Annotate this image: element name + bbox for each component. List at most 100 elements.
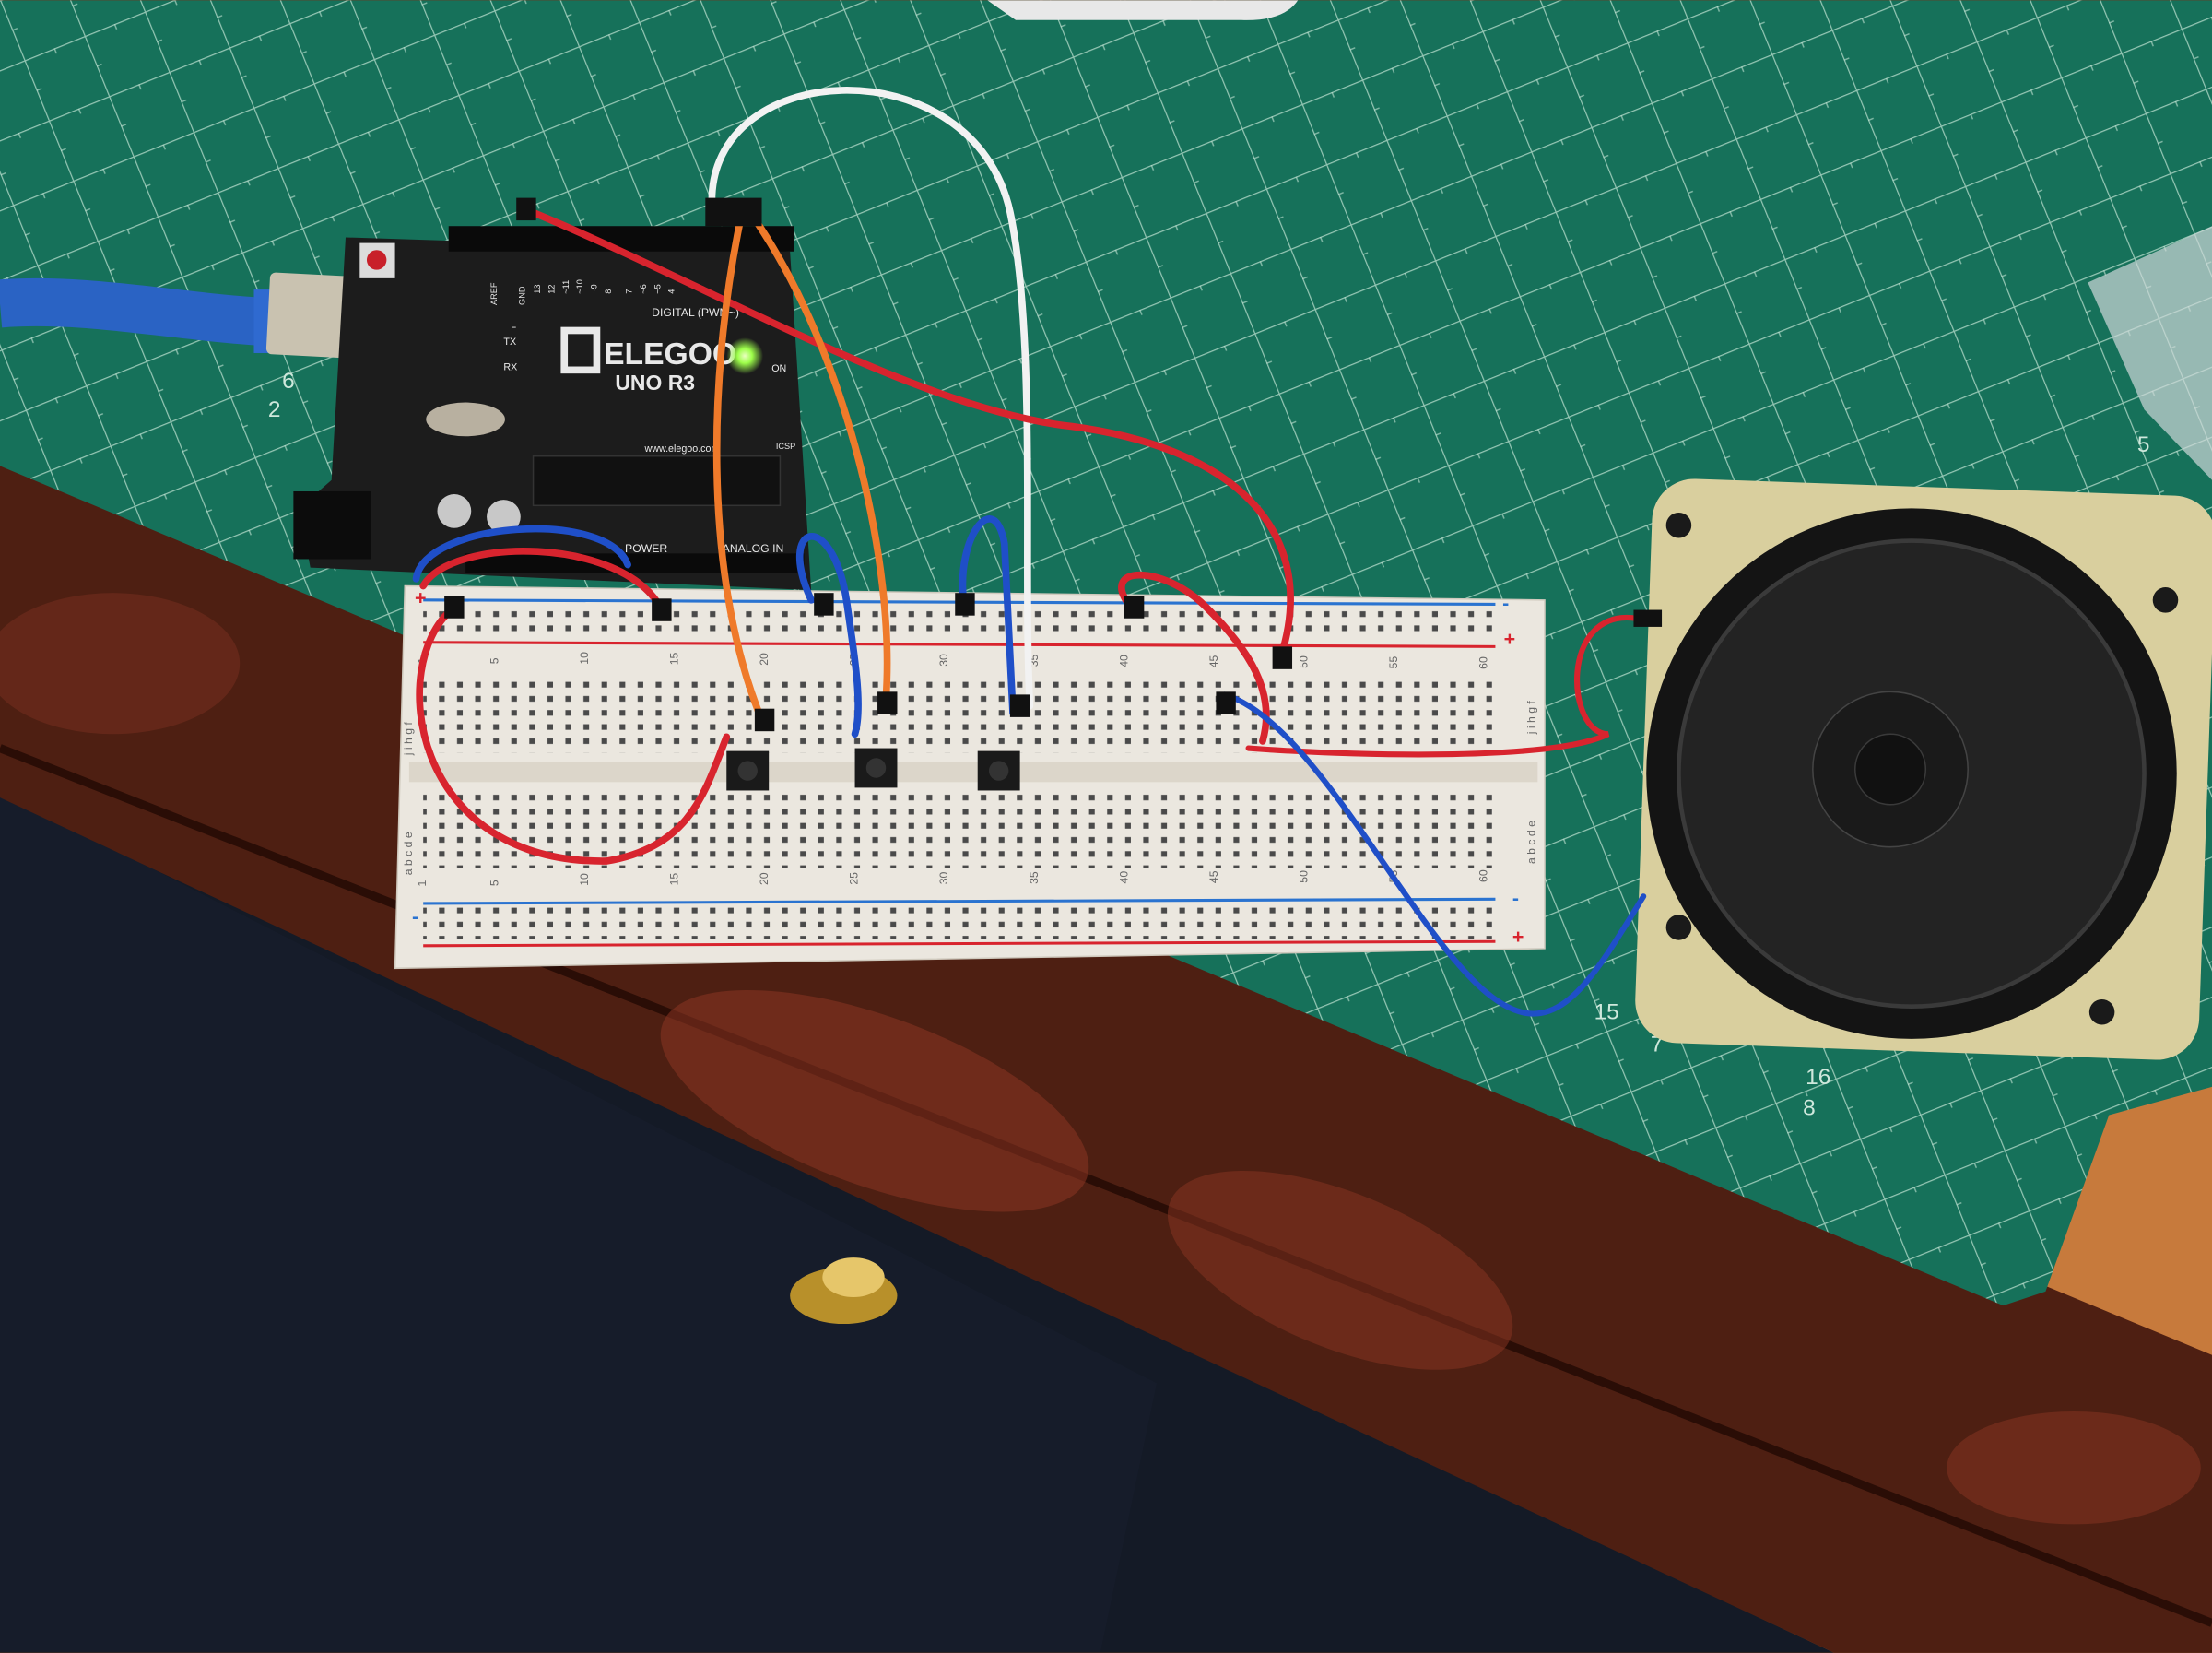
wire-plug: [754, 708, 775, 732]
pin-label: 4: [667, 289, 677, 294]
push-button[interactable]: [726, 750, 770, 791]
wood-grain: [660, 989, 1089, 1212]
pin-label: 13: [533, 284, 542, 293]
wood-grain: [0, 593, 241, 735]
white-wire[interactable]: [708, 87, 1034, 710]
dust-cap-center: [1853, 733, 1927, 806]
rail-line-blue: [423, 897, 1496, 905]
reset-button-cap[interactable]: [366, 250, 387, 270]
wire-plug: [1009, 694, 1030, 717]
mat-number: 15: [1594, 999, 1619, 1024]
on-label: ON: [771, 363, 786, 374]
speaker: [1635, 478, 2212, 1060]
power-analog-header: [465, 553, 805, 573]
plus-label: +: [415, 586, 427, 608]
pin-label: ~10: [575, 279, 584, 294]
power-jack: [293, 490, 371, 560]
tx-label: TX: [503, 337, 516, 348]
elegoo-logo: [560, 326, 601, 374]
mount-hole: [1665, 512, 1692, 538]
breadboard: + - + - + - j i h g f a b c d e j i h g …: [394, 584, 1546, 970]
column-number: 5: [488, 657, 500, 664]
bottom-terminal-holes: [423, 790, 1496, 868]
red-wire[interactable]: [419, 548, 665, 611]
push-button[interactable]: [854, 748, 898, 788]
power-label: POWER: [625, 542, 667, 555]
blue-speaker-wire[interactable]: [1221, 691, 1647, 1017]
usb-cable-jacket[interactable]: [0, 277, 270, 347]
column-number: 50: [1297, 655, 1310, 668]
column-number: 30: [937, 871, 950, 884]
mat-number: 8: [1803, 1096, 1816, 1121]
power-led: [726, 337, 764, 374]
wood-grain: [1947, 1411, 2201, 1525]
minus-label: -: [1502, 593, 1509, 615]
pin-label: 8: [604, 289, 613, 294]
pin-label: ~5: [653, 284, 662, 293]
red-wire[interactable]: [416, 606, 731, 865]
mat-numbers: 6 2 5 15 7 16 8: [268, 369, 2150, 1120]
dark-cloth-lower: [0, 790, 1158, 1653]
column-number: 45: [1207, 655, 1220, 668]
wire-plugs: [444, 197, 1663, 732]
column-number: 45: [1207, 870, 1220, 883]
capacitor: [437, 494, 472, 528]
column-number: 1: [416, 880, 429, 886]
column-number: 35: [1028, 871, 1041, 884]
plus-label: +: [1504, 628, 1516, 650]
arduino-uno-board: ELEGOO UNO R3 DIGITAL (PWM~) www.elegoo.…: [293, 226, 812, 591]
column-number: 30: [937, 654, 950, 667]
column-number: 5: [488, 880, 500, 886]
pin-label: ~6: [639, 284, 648, 293]
wire-plug: [1124, 596, 1145, 619]
crystal-oscillator: [426, 402, 505, 437]
url-label: www.elegoo.com: [643, 443, 719, 455]
rail-line-red: [423, 939, 1496, 948]
white-object: [987, 0, 1299, 20]
plastic-bag: [2088, 226, 2212, 480]
orange-wire[interactable]: [712, 215, 766, 724]
mat-number: 16: [1806, 1065, 1830, 1090]
pin-label: ~11: [561, 280, 571, 294]
wire-plug: [1272, 646, 1293, 669]
l-label: L: [511, 319, 516, 330]
row-letters: a b c d e: [1524, 821, 1537, 864]
blue-wire[interactable]: [959, 515, 1017, 717]
model-label: UNO R3: [615, 371, 695, 395]
column-number: 60: [1477, 869, 1490, 882]
rx-label: RX: [503, 361, 517, 372]
table-edge: [0, 744, 2212, 1627]
push-button[interactable]: [977, 750, 1020, 791]
column-number: 60: [1477, 656, 1490, 669]
blue-wire[interactable]: [412, 525, 631, 583]
column-number: 15: [667, 873, 680, 886]
column-number: 25: [848, 872, 861, 885]
mount-hole: [1665, 915, 1692, 940]
wire-plug: [1216, 691, 1236, 714]
mat-number: 6: [282, 369, 295, 394]
drawer-knob-highlight: [822, 1257, 885, 1297]
capacitor: [487, 500, 521, 534]
wire-plug: [444, 596, 465, 619]
wire-plug: [877, 691, 898, 714]
mount-hole: [2152, 587, 2179, 613]
column-number: 50: [1297, 870, 1310, 883]
orange-wire[interactable]: [751, 215, 891, 703]
column-number: 10: [578, 873, 591, 886]
blue-wire[interactable]: [795, 533, 862, 738]
red-wire-long[interactable]: [521, 206, 1294, 660]
wire-plug: [1633, 609, 1663, 627]
gnd-label: GND: [517, 286, 526, 305]
atmega-chip: [532, 455, 782, 507]
center-channel: [408, 762, 1538, 783]
red-speaker-wire[interactable]: [1245, 615, 1640, 758]
red-wire[interactable]: [1118, 571, 1270, 745]
row-letters: j i h g f: [402, 722, 415, 757]
mat-number: 2: [268, 397, 281, 422]
wire-plug: [652, 598, 672, 621]
wire-plug: [516, 197, 536, 221]
column-number: 20: [758, 872, 771, 885]
mat-number: 5: [2137, 432, 2150, 457]
icsp-label: ICSP: [776, 442, 795, 451]
minus-label: -: [1512, 887, 1519, 909]
